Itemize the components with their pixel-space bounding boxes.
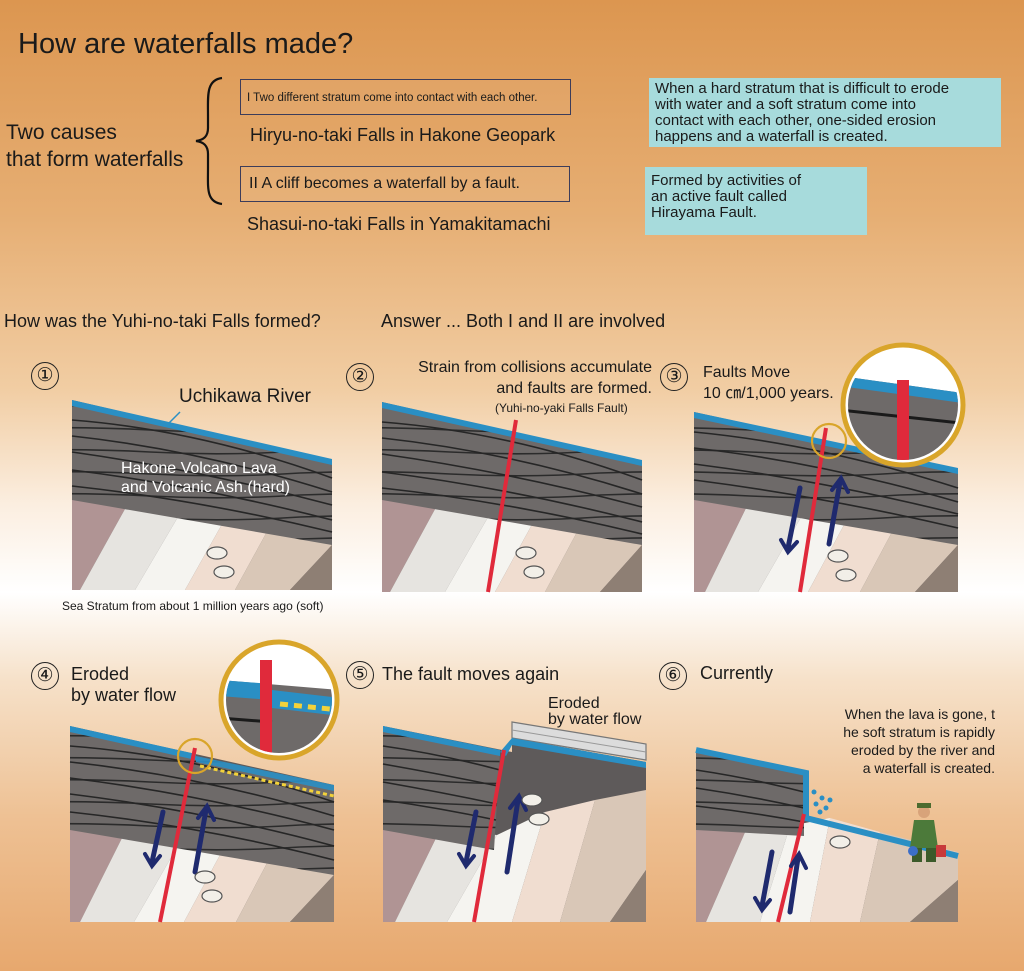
step5-erosion-line2: by water flow <box>548 711 642 728</box>
step6-caption: Currently <box>700 663 774 683</box>
callout-ring <box>810 422 848 460</box>
note-line: contact with each other, one-sided erosi… <box>655 112 937 129</box>
fault-line <box>776 813 806 923</box>
lava-label: Hakone Volcano Lava and Volcanic Ash.(ha… <box>121 459 290 497</box>
panel-2-cross-section <box>381 402 643 593</box>
lava-label-line2: and Volcanic Ash.(hard) <box>121 479 290 496</box>
note-line: an active fault called <box>651 188 787 205</box>
note-line: Hirayama Fault. <box>651 204 757 221</box>
panel-6-cross-section <box>695 747 959 923</box>
two-causes-line1: Two causes <box>6 121 117 144</box>
panel-1-cross-section <box>71 400 333 590</box>
shell-fossil-icon <box>194 870 223 903</box>
fault-line <box>158 747 197 923</box>
fault-line <box>486 419 518 593</box>
step5-erosion-line1: Eroded <box>548 695 600 712</box>
step6-note: When the lava is gone, t he soft stratum… <box>813 705 995 777</box>
step-number-5: ⑤ <box>346 661 374 689</box>
cause2-note: Formed by activities of an active fault … <box>645 167 867 235</box>
zoom-callout-icon <box>218 639 340 761</box>
step4-caption-line2: by water flow <box>71 685 177 705</box>
step5-erosion-label: Eroded by water flow <box>548 696 641 728</box>
hiker-icon <box>908 803 946 862</box>
note-line: Formed by activities of <box>651 172 802 189</box>
slip-arrows <box>457 792 528 875</box>
step4-caption-line1: Eroded <box>71 664 130 684</box>
question-text: How was the Yuhi-no-taki Falls formed? <box>4 311 321 331</box>
step2-caption-line2: and faults are formed. <box>496 380 652 397</box>
fault-line <box>472 749 506 923</box>
shell-fossil-icon <box>206 546 235 579</box>
erosion-dashes <box>199 764 335 798</box>
step6-note-line1: When the lava is gone, t <box>844 706 995 722</box>
two-causes-line2: that form waterfalls <box>6 148 184 171</box>
brace-icon <box>195 76 223 206</box>
panel-3-cross-section <box>693 342 966 593</box>
cause2-box: II A cliff becomes a waterfall by a faul… <box>240 166 570 202</box>
lava-bedding-lines <box>71 419 333 533</box>
shell-fossil-icon <box>829 835 851 849</box>
step2-caption: Strain from collisions accumulate and fa… <box>398 357 652 399</box>
river-surface <box>72 400 332 465</box>
step6-note-line2: he soft stratum is rapidly <box>843 724 995 740</box>
sea-stratum-label: Sea Stratum from about 1 million years a… <box>62 599 324 613</box>
answer-text: Answer ... Both I and II are involved <box>381 311 666 331</box>
lava-layer <box>72 402 332 545</box>
note-line: When a hard stratum that is difficult to… <box>655 80 950 97</box>
cause1-note: When a hard stratum that is difficult to… <box>649 78 1001 147</box>
step-number-1: ① <box>31 362 59 390</box>
cause2-example: Shasui-no-taki Falls in Yamakitamachi <box>247 214 551 234</box>
river-pointer <box>167 411 181 425</box>
panel-5-cross-section <box>382 721 647 923</box>
step6-note-line4: a waterfall is created. <box>862 760 995 776</box>
water-drops-icon <box>811 789 833 815</box>
note-line: happens and a waterfall is created. <box>655 128 888 145</box>
step3-caption-line2: 10 ㎝/1,000 years. <box>703 385 834 402</box>
slip-arrows <box>779 474 850 556</box>
cause1-box: I Two different stratum come into contac… <box>240 79 571 115</box>
zoom-callout-icon <box>840 342 966 468</box>
cause1-label: I Two different stratum come into contac… <box>247 92 538 104</box>
shell-fossil-icon <box>515 546 545 579</box>
shell-fossil-icon <box>521 793 550 826</box>
cause2-label: II A cliff becomes a waterfall by a faul… <box>249 175 520 192</box>
slip-arrows <box>753 849 808 915</box>
cause1-example: Hiryu-no-taki Falls in Hakone Geopark <box>250 125 556 145</box>
slip-arrows <box>143 802 216 875</box>
step4-caption: Eroded by water flow <box>71 664 176 706</box>
step-number-4: ④ <box>31 662 59 690</box>
step5-caption: The fault moves again <box>382 664 560 684</box>
page-title: How are waterfalls made? <box>18 28 354 60</box>
fault-name-label: (Yuhi-no-yaki Falls Fault) <box>495 401 628 415</box>
note-line: with water and a soft stratum come into <box>655 96 916 113</box>
step2-caption-line1: Strain from collisions accumulate <box>418 359 652 376</box>
step-number-3: ③ <box>660 363 688 391</box>
step-number-6: ⑥ <box>659 662 687 690</box>
two-causes-heading: Two causes that form waterfalls <box>6 119 183 173</box>
river-waterfall <box>695 747 959 859</box>
panel-4-cross-section <box>69 639 340 923</box>
lava-label-line1: Hakone Volcano Lava <box>121 460 277 477</box>
step6-note-line3: eroded by the river and <box>851 742 995 758</box>
river-label: Uchikawa River <box>179 386 311 407</box>
step3-caption: Faults Move 10 ㎝/1,000 years. <box>703 362 834 404</box>
step3-caption-line1: Faults Move <box>703 364 791 381</box>
shell-fossil-icon <box>827 549 857 582</box>
step-number-2: ② <box>346 363 374 391</box>
